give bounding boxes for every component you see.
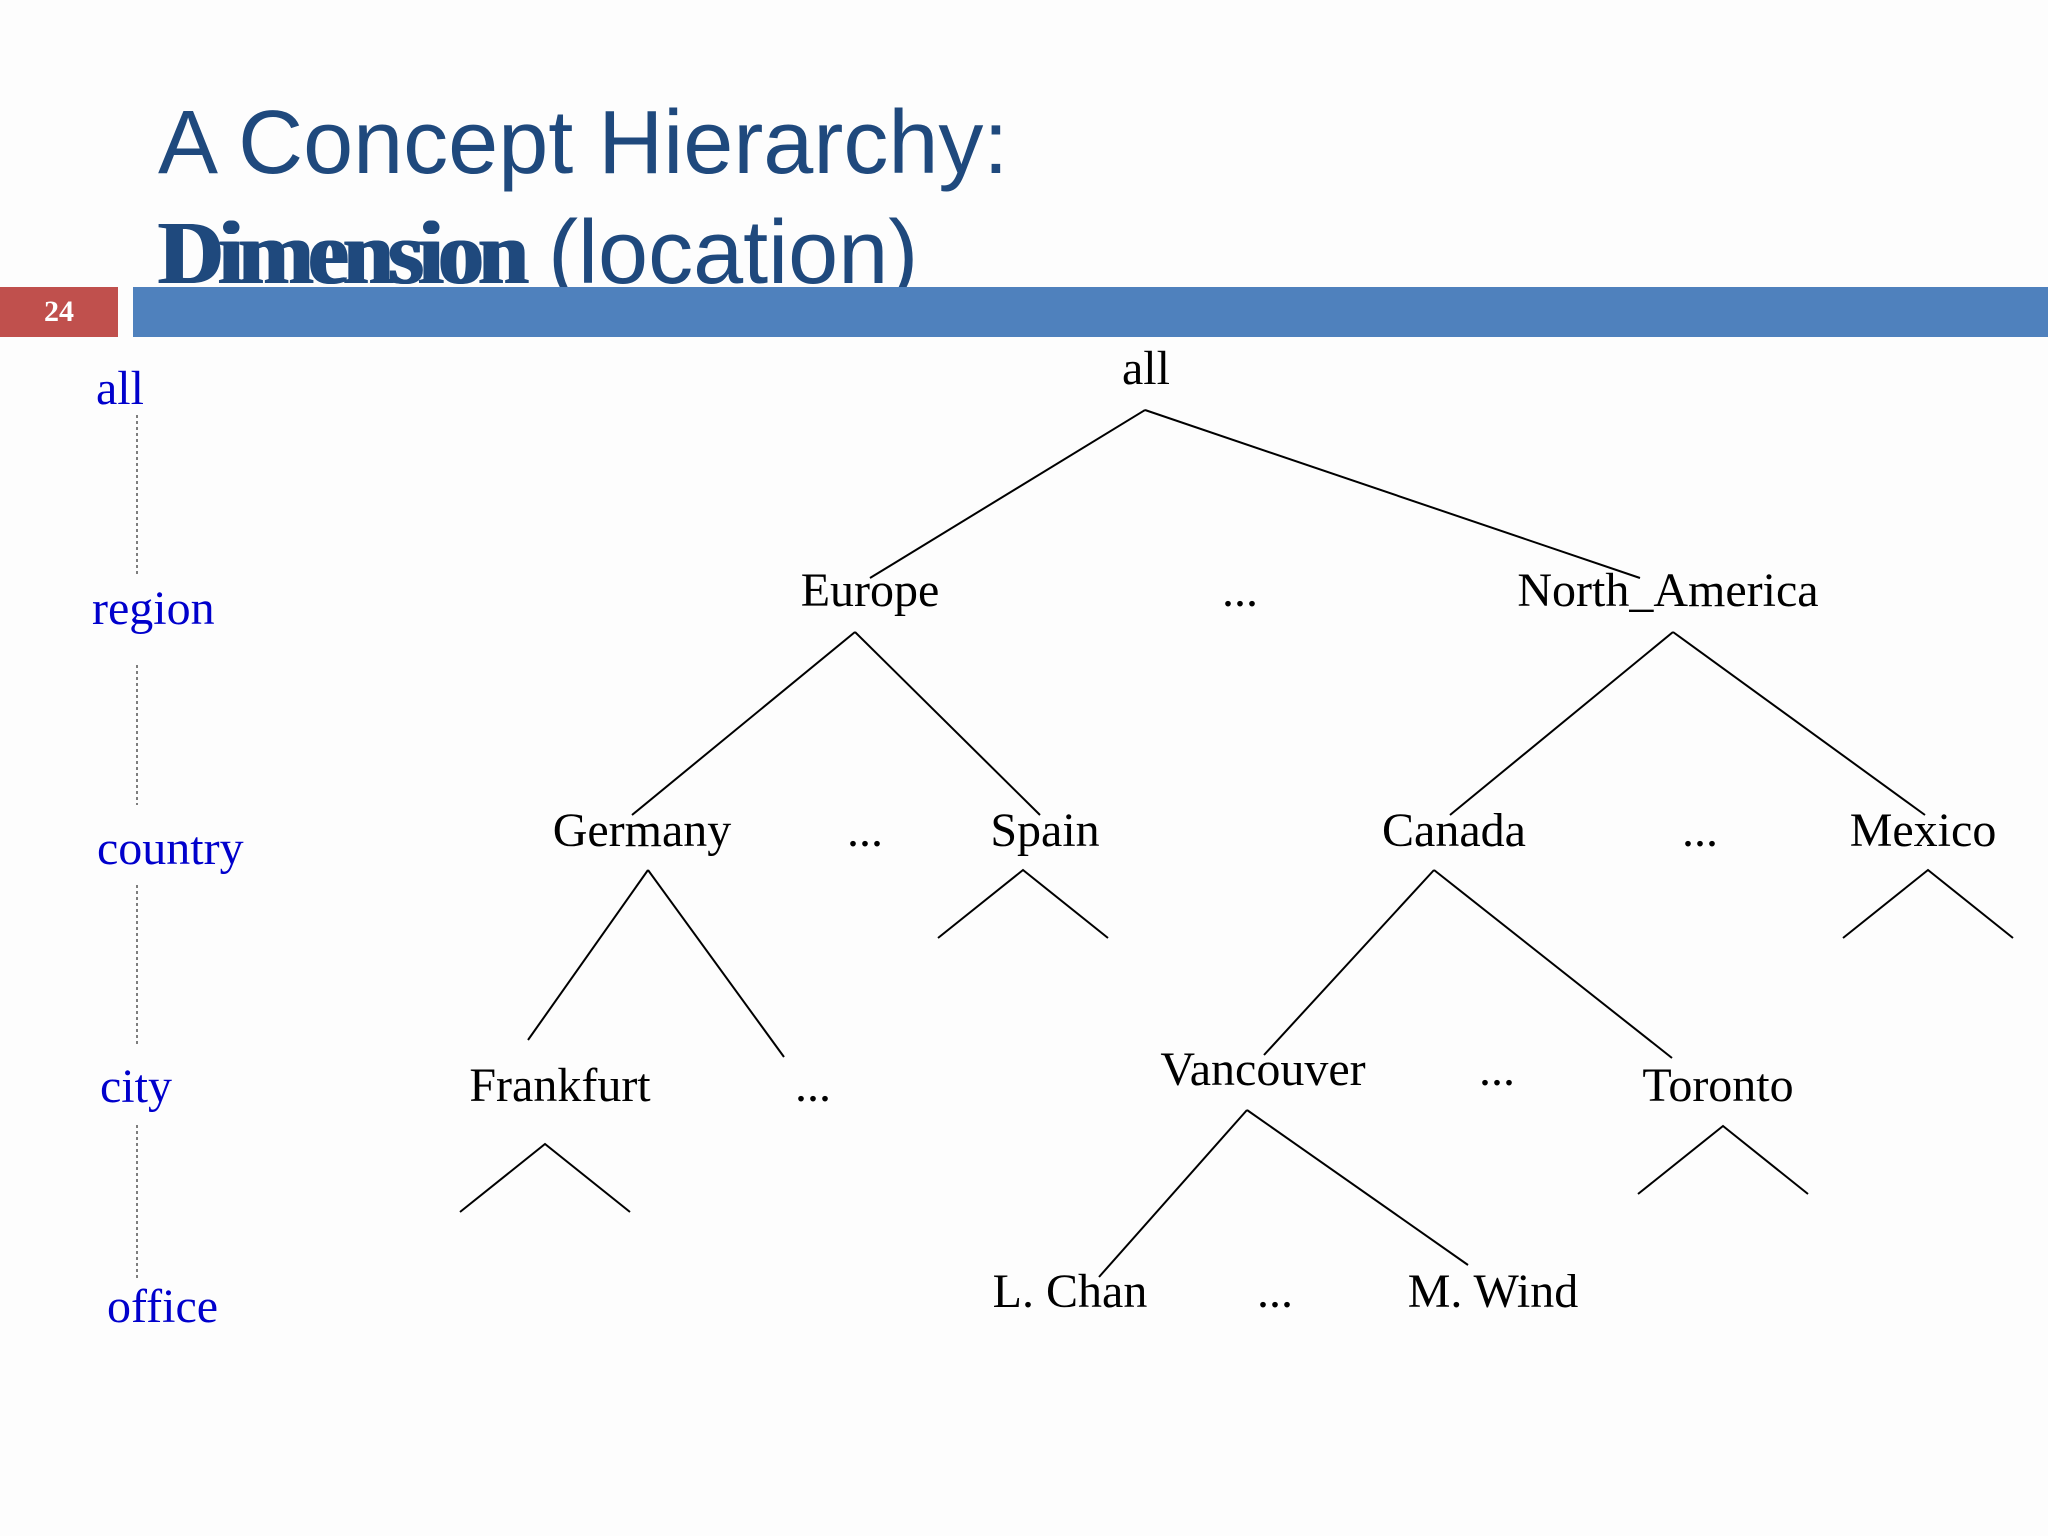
- title-line-1: A Concept Hierarchy:: [158, 93, 1009, 193]
- edge-vancouver-lchan: [1098, 1109, 1248, 1278]
- node-canada: Canada: [1382, 804, 1526, 857]
- edge-all-europe: [869, 409, 1146, 579]
- level-labels: all region country city office: [92, 362, 244, 1333]
- node-city-ellipsis-1: ...: [795, 1059, 831, 1112]
- level-label-region: region: [92, 582, 215, 635]
- slide-number: 24: [0, 287, 118, 337]
- edge-frankfurt-children: [459, 1142, 631, 1213]
- node-country-ellipsis-2: ...: [1682, 804, 1718, 857]
- node-mexico: Mexico: [1850, 804, 1997, 857]
- edge-canada-toronto: [1433, 869, 1673, 1059]
- node-city-ellipsis-2: ...: [1479, 1043, 1515, 1096]
- title-rest: (location): [523, 203, 919, 303]
- level-label-office: office: [107, 1280, 218, 1333]
- node-north-america: North_America: [1517, 564, 1818, 617]
- level-label-all: all: [96, 362, 144, 415]
- header-bar: [133, 287, 2048, 337]
- edge-north-america-canada: [1449, 631, 1674, 816]
- edge-spain-children: [937, 868, 1109, 939]
- title-bold-word: Dimension: [158, 204, 528, 303]
- node-spain: Spain: [990, 804, 1099, 857]
- node-all: all: [1122, 342, 1170, 395]
- node-m-wind: M. Wind: [1408, 1265, 1579, 1318]
- level-label-city: city: [100, 1060, 172, 1113]
- title-line-2: Dimension (location): [158, 198, 1008, 309]
- edge-germany-other: [647, 869, 785, 1058]
- edge-toronto-children: [1637, 1124, 1809, 1195]
- edge-north-america-mexico: [1672, 631, 1926, 816]
- node-l-chan: L. Chan: [993, 1265, 1148, 1318]
- slide-title: A Concept Hierarchy: Dimension (location…: [158, 88, 1008, 309]
- tree-nodes: all Europe ... North_America Germany ...…: [469, 342, 1996, 1318]
- edge-germany-frankfurt: [527, 869, 649, 1041]
- level-label-country: country: [97, 822, 244, 875]
- edge-europe-germany: [631, 631, 856, 816]
- edge-canada-vancouver: [1263, 869, 1435, 1056]
- node-region-ellipsis: ...: [1222, 564, 1258, 617]
- edge-mexico-children: [1842, 868, 2014, 939]
- node-frankfurt: Frankfurt: [469, 1059, 651, 1112]
- node-germany: Germany: [553, 804, 732, 857]
- edge-all-north-america: [1144, 409, 1641, 579]
- edge-europe-spain: [854, 631, 1041, 816]
- edge-vancouver-mwind: [1246, 1109, 1469, 1266]
- node-country-ellipsis-1: ...: [847, 804, 883, 857]
- node-europe: Europe: [801, 564, 940, 617]
- node-vancouver: Vancouver: [1160, 1043, 1365, 1096]
- node-office-ellipsis: ...: [1257, 1265, 1293, 1318]
- node-toronto: Toronto: [1642, 1059, 1793, 1112]
- tree-edges: [459, 409, 2014, 1278]
